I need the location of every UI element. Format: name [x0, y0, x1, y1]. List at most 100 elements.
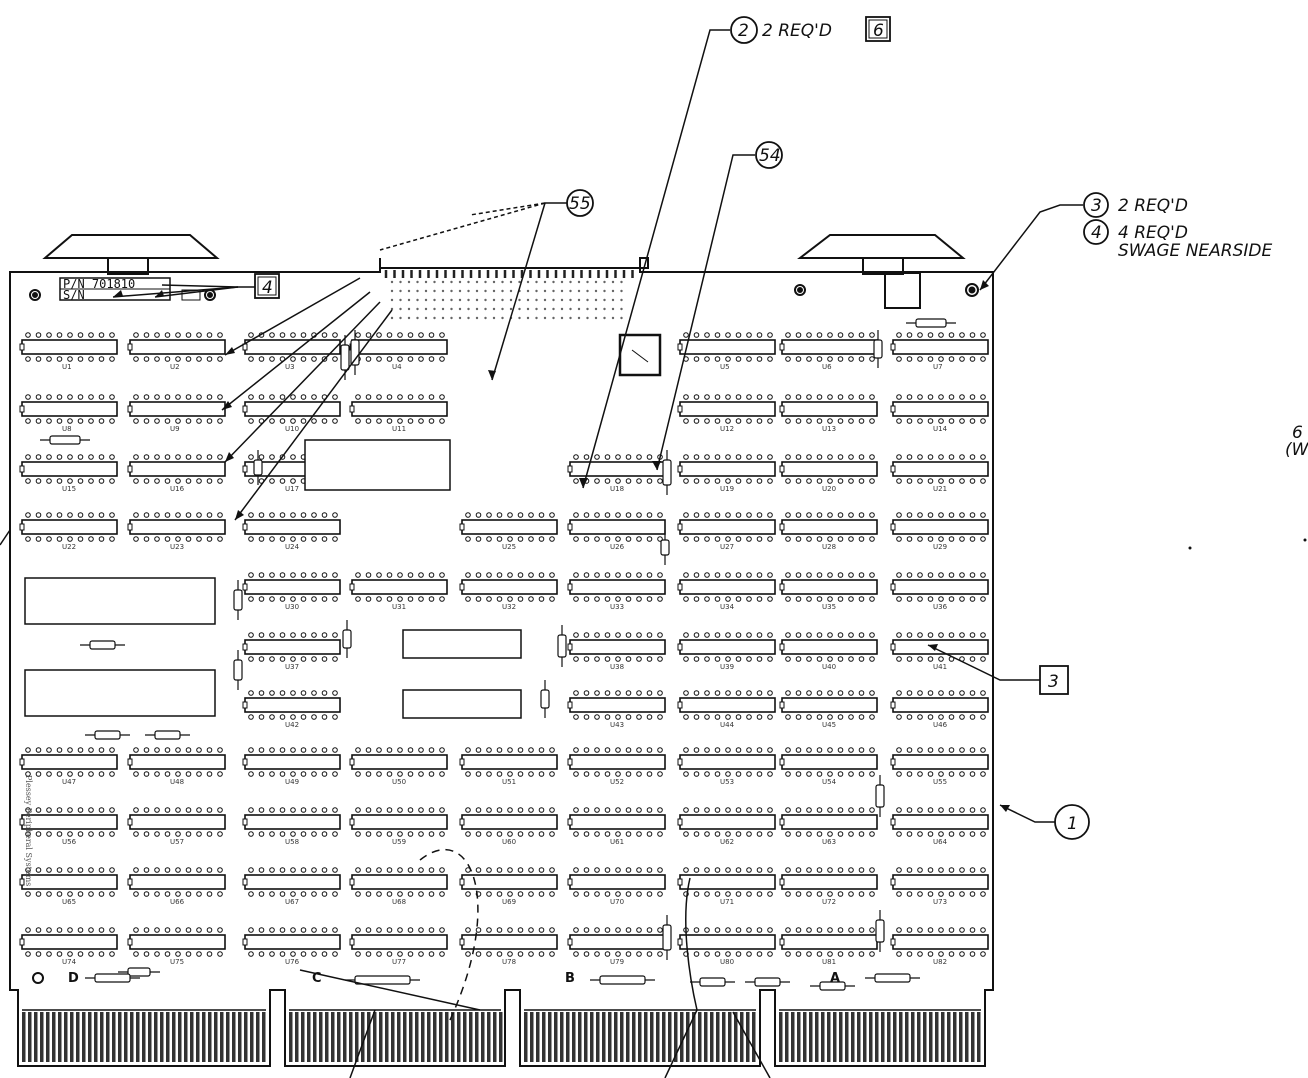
- edge-finger: [100, 1012, 104, 1062]
- j3-pin: [424, 289, 428, 293]
- j3-pin: [492, 307, 496, 311]
- chip-label: U81: [822, 958, 836, 966]
- chip-label: U5: [720, 363, 730, 371]
- j3-pin: [569, 280, 572, 284]
- axial-component: [342, 620, 352, 658]
- edge-finger: [728, 1012, 732, 1062]
- edge-finger: [845, 1012, 849, 1062]
- callout-4-note2: SWAGE NEARSIDE: [1118, 241, 1272, 261]
- edge-finger: [560, 1012, 564, 1062]
- part-number-text: P/N 701810: [63, 277, 135, 291]
- j3-pin: [526, 316, 530, 320]
- ic-chip: U53: [677, 747, 776, 786]
- edge-finger: [881, 1012, 885, 1062]
- edge-finger: [34, 1012, 38, 1062]
- edge-finger: [554, 1012, 558, 1062]
- ejector-left: [42, 234, 220, 275]
- j3-pin: [501, 298, 504, 302]
- edge-finger: [710, 1012, 714, 1062]
- chip-label: U61: [610, 838, 624, 846]
- chip-label: U34: [720, 603, 735, 611]
- chip-label: U46: [933, 721, 948, 729]
- edge-finger: [445, 1012, 449, 1062]
- ic-chip: U73: [890, 867, 989, 906]
- edge-finger: [851, 1012, 855, 1062]
- j3-pin: [543, 307, 547, 311]
- edge-finger: [403, 1012, 407, 1062]
- axial-component: [690, 977, 735, 987]
- j3-pin: [450, 307, 453, 311]
- j3-pin: [577, 307, 581, 311]
- chip-label: U67: [285, 898, 299, 906]
- j3-pin: [475, 298, 479, 302]
- j3-pin: [450, 298, 453, 302]
- edge-finger: [530, 1012, 534, 1062]
- edge-finger: [524, 1012, 528, 1062]
- j3-pin: [450, 289, 453, 293]
- ic-chip: U79: [567, 927, 666, 966]
- ic-chip: U39: [677, 632, 776, 671]
- edge-finger: [106, 1012, 110, 1062]
- j3-pin: [501, 289, 504, 293]
- edge-finger: [190, 1012, 194, 1062]
- edge-finger: [463, 1012, 467, 1062]
- j3-pin: [535, 289, 538, 293]
- chip-label: U13: [822, 425, 836, 433]
- edge-finger: [809, 1012, 813, 1062]
- axial-component: [253, 450, 263, 485]
- ic-chip: U71: [677, 867, 776, 906]
- edge-finger: [686, 1012, 690, 1062]
- j3-pin: [569, 316, 572, 320]
- large-ic-3: [24, 669, 216, 717]
- j3-pin: [518, 316, 521, 320]
- j3-pin: [552, 316, 555, 320]
- edge-finger: [917, 1012, 921, 1062]
- j3-pin: [594, 316, 598, 320]
- j3-pin: [407, 289, 411, 293]
- axial-component: [345, 975, 420, 985]
- edge-finger: [361, 1012, 365, 1062]
- j3-pin: [535, 307, 538, 311]
- j3-pin: [467, 307, 470, 311]
- edge-finger: [644, 1012, 648, 1062]
- edge-finger: [313, 1012, 317, 1062]
- ic-chip: U27: [677, 512, 776, 551]
- callout-1-circle: [1054, 804, 1090, 840]
- ic-chip: U22: [19, 512, 118, 551]
- j3-pin: [603, 289, 606, 293]
- j3-pin: [441, 280, 445, 284]
- chip-label: U71: [720, 898, 734, 906]
- edge-finger: [409, 1012, 413, 1062]
- arrowheads: [113, 280, 1010, 812]
- chip-label: U29: [933, 543, 947, 551]
- ic-chip: U20: [779, 454, 878, 493]
- chip-label: U76: [285, 958, 300, 966]
- chip-label: U79: [610, 958, 624, 966]
- j3-pin: [620, 298, 623, 302]
- ic-chip: U37: [242, 632, 341, 671]
- ic-chip: U28: [779, 512, 878, 551]
- j3-pin: [501, 280, 504, 284]
- j3-pin: [501, 316, 504, 320]
- axial-component: [873, 330, 883, 368]
- edge-finger: [899, 1012, 903, 1062]
- j3-pin: [586, 307, 589, 311]
- callout-markers: [254, 16, 1109, 840]
- edge-finger: [977, 1012, 981, 1062]
- edge-finger: [602, 1012, 606, 1062]
- edge-finger: [734, 1012, 738, 1062]
- edge-finger: [475, 1012, 479, 1062]
- edge-finger: [379, 1012, 383, 1062]
- stray-mark: [1188, 546, 1192, 550]
- ic-chip: U58: [242, 807, 341, 846]
- j3-pin: [611, 298, 615, 302]
- j3-pin: [416, 280, 419, 284]
- edge-finger: [94, 1012, 98, 1062]
- j3-pin: [518, 280, 521, 284]
- chip-label: U77: [392, 958, 406, 966]
- callout-54-num: 54: [759, 146, 781, 166]
- axial-component: [85, 730, 130, 740]
- j3-pin: [594, 307, 598, 311]
- j3-pin: [433, 298, 436, 302]
